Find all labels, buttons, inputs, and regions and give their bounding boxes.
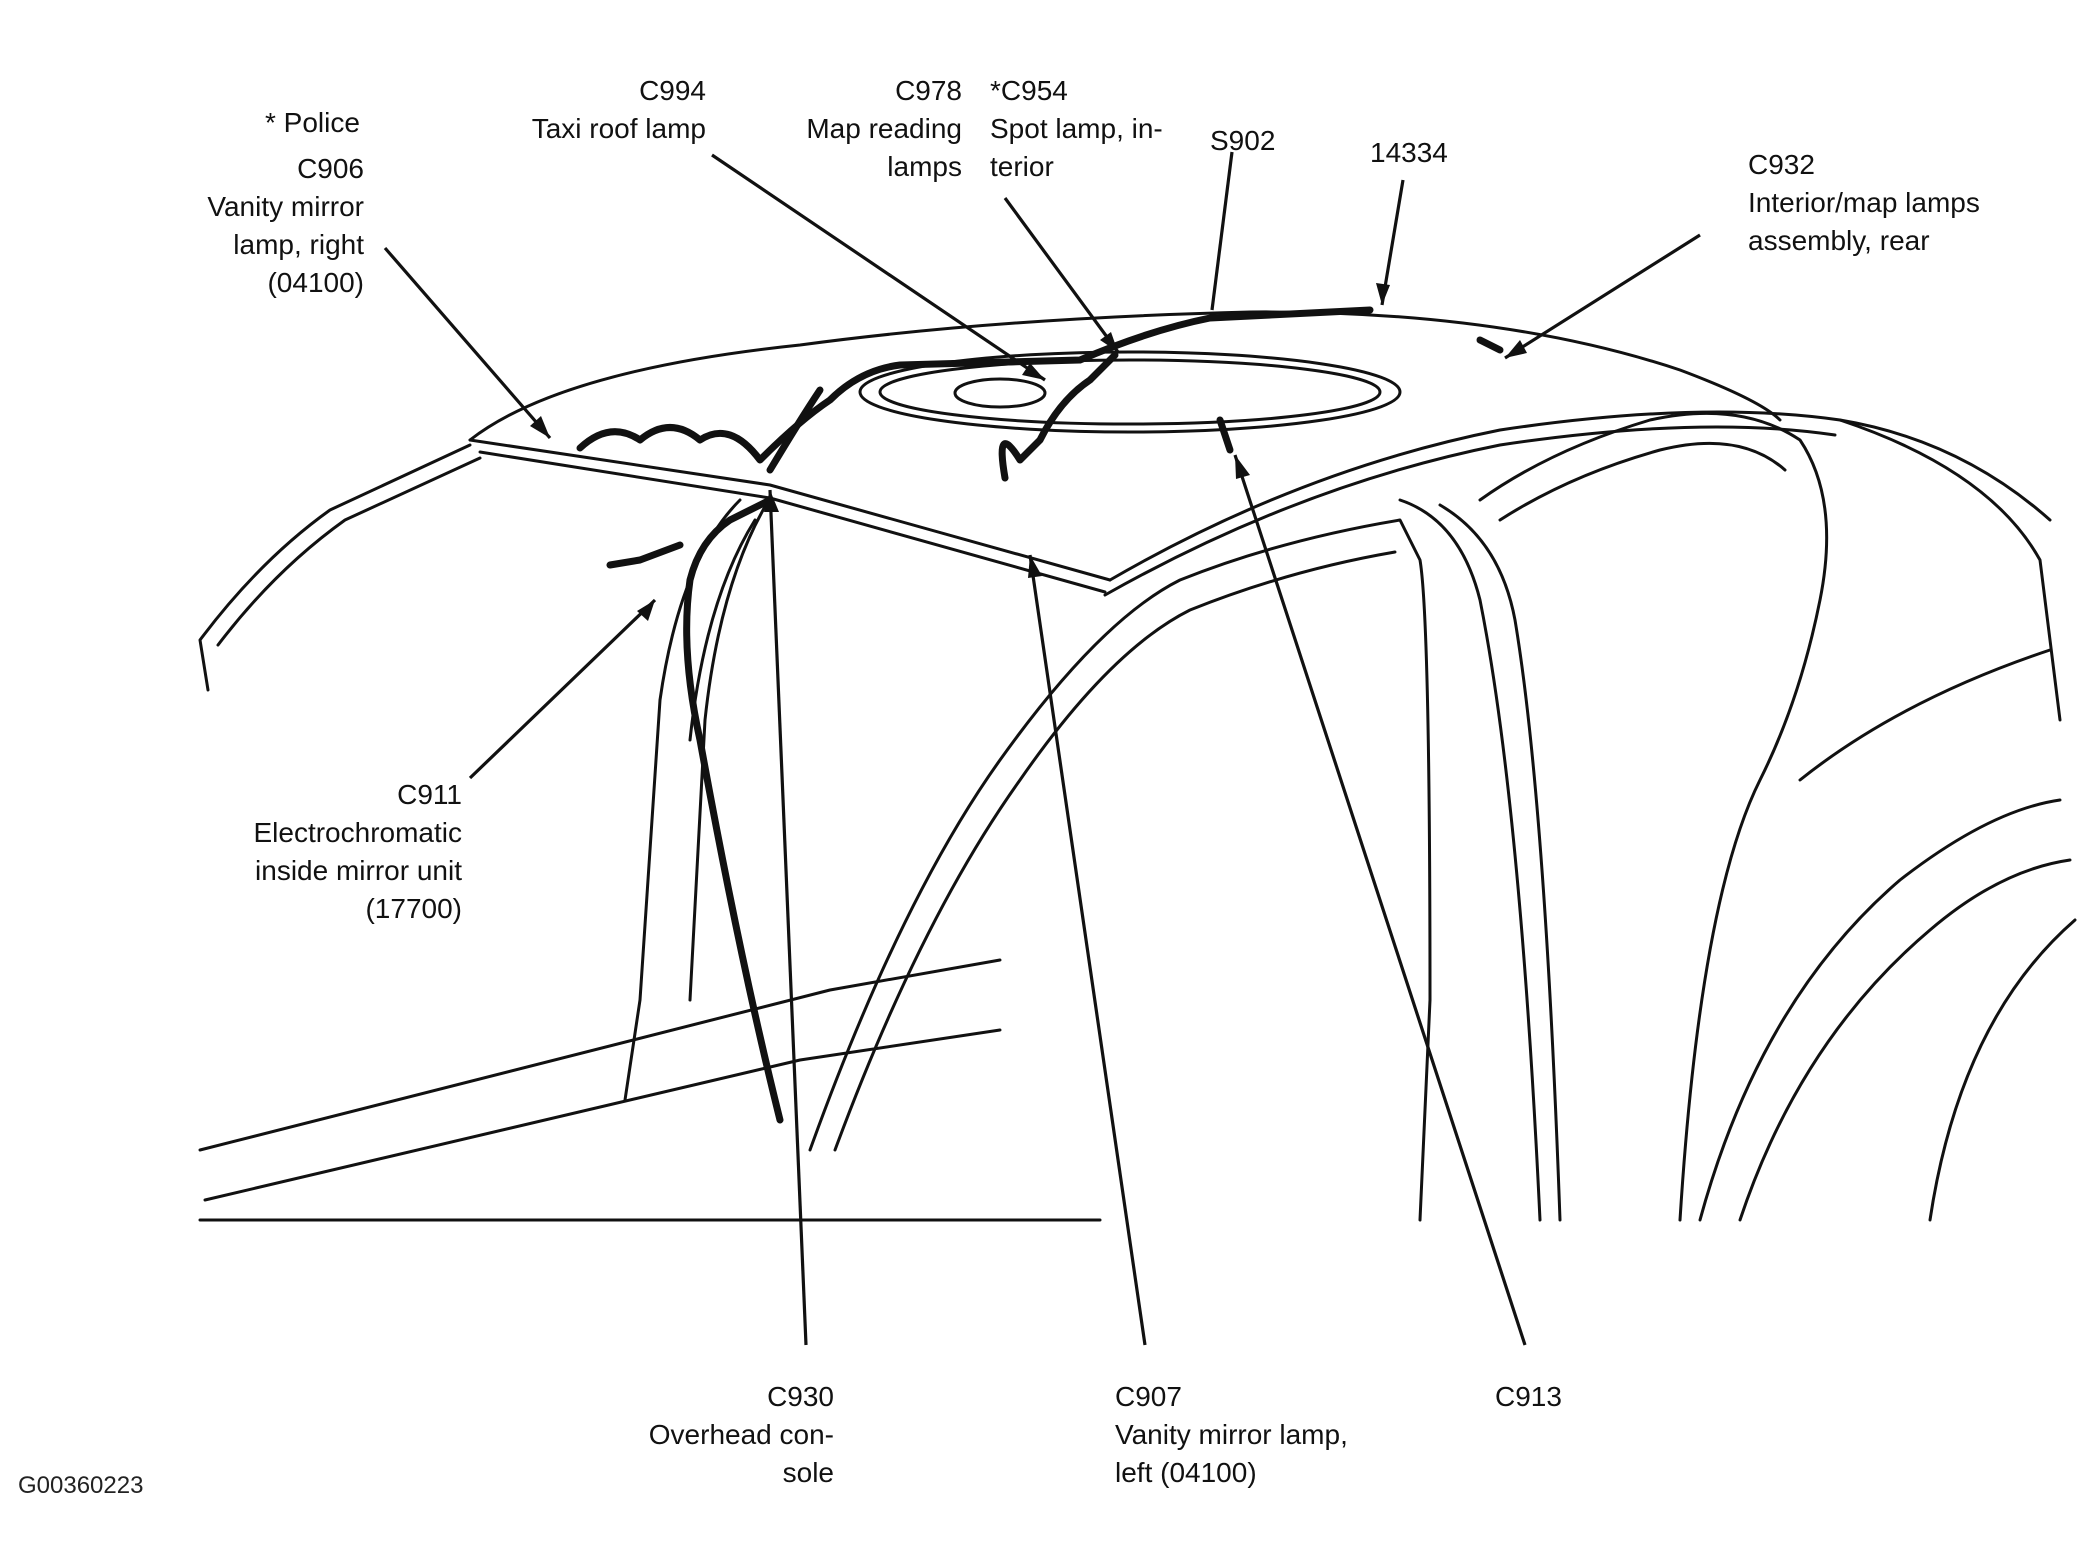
arrowhead-c907 bbox=[1028, 555, 1042, 578]
callout-id: C932 bbox=[1748, 149, 1815, 180]
arrowhead-c994 bbox=[1022, 363, 1045, 380]
callout-id: C994 bbox=[639, 75, 706, 106]
leader-c930 bbox=[768, 489, 808, 1346]
callout-text: Vanity mirror bbox=[207, 191, 364, 222]
arrowhead-c954 bbox=[1100, 332, 1118, 352]
figure-id: G00360223 bbox=[18, 1472, 144, 1499]
callout-text: Taxi roof lamp bbox=[531, 113, 706, 144]
callout-text: Spot lamp, in- bbox=[990, 113, 1163, 144]
label-s902: S902 bbox=[1210, 122, 1275, 160]
callout-id: S902 bbox=[1210, 125, 1276, 156]
callout-text: terior bbox=[990, 151, 1054, 182]
callout-id: C906 bbox=[297, 153, 364, 184]
callout-text: Interior/map lamps bbox=[1748, 187, 1980, 218]
arrowhead-c932 bbox=[1505, 340, 1527, 358]
leader-c906 bbox=[383, 246, 552, 440]
front-door-opening bbox=[808, 518, 1432, 1222]
label-14334: 14334 bbox=[1370, 134, 1448, 172]
b-pillar bbox=[1398, 498, 1542, 1222]
leader-c932 bbox=[1504, 233, 1701, 360]
callout-text: Vanity mirror lamp, bbox=[1115, 1419, 1348, 1450]
callout-text: Overhead con- bbox=[648, 1419, 834, 1450]
arrowhead-c911 bbox=[637, 600, 655, 621]
arrowhead-c930 bbox=[764, 490, 779, 512]
roof-panel-outline bbox=[468, 310, 1782, 442]
callout-text: left (04100) bbox=[1115, 1457, 1257, 1488]
c-pillar bbox=[1838, 418, 2062, 722]
label-c954: *C954 Spot lamp, in- terior bbox=[990, 72, 1163, 186]
callout-id: *C954 bbox=[990, 75, 1068, 106]
arrowhead-c906 bbox=[530, 416, 550, 438]
leader-s902 bbox=[1210, 151, 1234, 311]
label-police-note: * Police bbox=[265, 104, 360, 142]
callout-id: C907 bbox=[1115, 1381, 1182, 1412]
callout-text: Electrochromatic bbox=[253, 817, 462, 848]
leader-c911 bbox=[468, 598, 657, 780]
callout-id: C978 bbox=[895, 75, 962, 106]
callout-text: lamp, right bbox=[233, 229, 364, 260]
leader-14334 bbox=[1380, 179, 1405, 306]
callout-id: C913 bbox=[1495, 1381, 1562, 1412]
rear-door-opening bbox=[1478, 411, 1829, 1222]
arrowhead-c913 bbox=[1235, 455, 1250, 479]
rear-roof-rail bbox=[1108, 410, 2052, 582]
callout-text: inside mirror unit bbox=[255, 855, 462, 886]
leader-c913 bbox=[1233, 454, 1527, 1346]
leader-c994 bbox=[711, 153, 1046, 382]
rear-wheel-arch bbox=[1928, 918, 2077, 1222]
windshield-rail bbox=[198, 443, 472, 692]
label-c913: C913 bbox=[1495, 1378, 1562, 1416]
callout-text: (04100) bbox=[267, 267, 364, 298]
label-c911: C911 Electrochromatic inside mirror unit… bbox=[200, 776, 462, 928]
leader-c907 bbox=[1028, 554, 1147, 1346]
label-c932: C932 Interior/map lamps assembly, rear bbox=[1748, 146, 1980, 260]
callout-text: * Police bbox=[265, 107, 360, 138]
label-c907: C907 Vanity mirror lamp, left (04100) bbox=[1115, 1378, 1348, 1492]
callout-id: C930 bbox=[767, 1381, 834, 1412]
spot-lamp-ring bbox=[858, 350, 1402, 434]
label-c978: C978 Map reading lamps bbox=[770, 72, 962, 186]
label-c930: C930 Overhead con- sole bbox=[600, 1378, 834, 1492]
rocker-panel bbox=[198, 958, 1002, 1152]
leader-c954 bbox=[1003, 197, 1120, 353]
callout-text: sole bbox=[782, 1457, 834, 1488]
arrowhead-14334 bbox=[1376, 283, 1390, 305]
roof-wiring-harness bbox=[576, 306, 1374, 464]
callout-id: C911 bbox=[397, 779, 462, 810]
label-c906: C906 Vanity mirror lamp, right (04100) bbox=[180, 150, 364, 302]
callout-id: 14334 bbox=[1370, 137, 1448, 168]
callout-text: Map reading bbox=[806, 113, 962, 144]
callout-text: lamps bbox=[887, 151, 962, 182]
callout-text: (17700) bbox=[365, 893, 462, 924]
callout-text: assembly, rear bbox=[1748, 225, 1930, 256]
label-c994: C994 Taxi roof lamp bbox=[500, 72, 706, 148]
